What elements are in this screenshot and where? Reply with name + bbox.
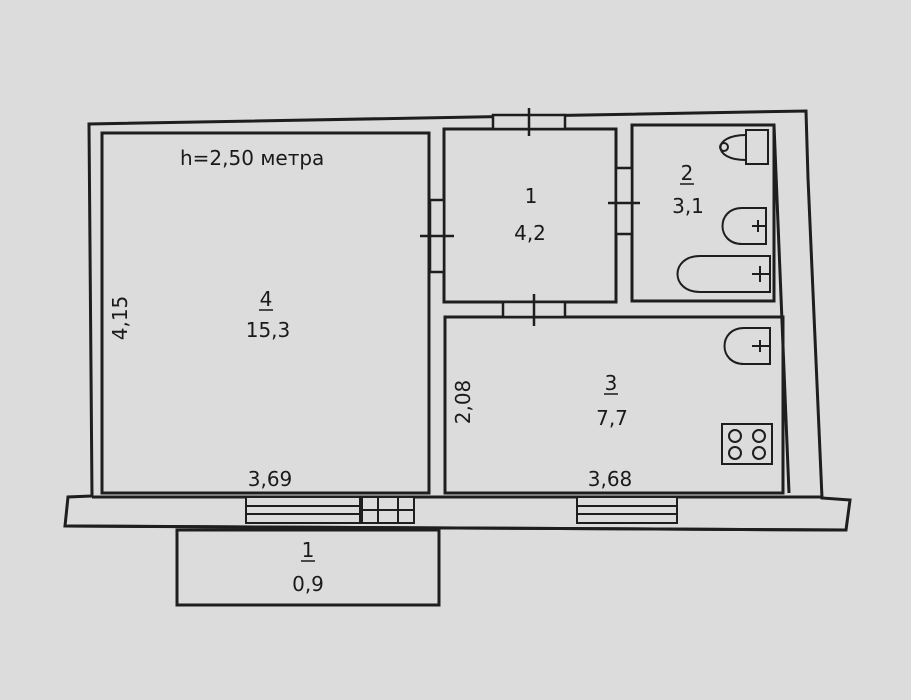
room-3-number: 3 xyxy=(605,371,618,395)
balcony-number: 1 xyxy=(302,538,315,562)
outer-wall xyxy=(63,109,852,532)
bathtub-icon xyxy=(676,255,771,293)
front-wall-outer xyxy=(67,524,847,532)
room-3-height-dimension: 2,08 xyxy=(451,380,475,425)
windows xyxy=(245,496,678,524)
door-room-2 xyxy=(614,166,634,236)
window-room-3 xyxy=(576,496,678,524)
room-2-area: 3,1 xyxy=(672,194,704,218)
room-4-label: 4 15,3 xyxy=(246,287,291,342)
right-wall-inner xyxy=(772,124,791,494)
balcony-area: 0,9 xyxy=(292,572,324,596)
room-4-area: 15,3 xyxy=(246,318,291,342)
kitchen-sink-icon xyxy=(723,327,771,365)
room-1-area: 4,2 xyxy=(514,221,546,245)
room-4-width-dimension: 3,69 xyxy=(248,467,293,491)
walls xyxy=(63,109,852,607)
balcony-outline xyxy=(175,528,441,607)
room-1-label: 1 4,2 xyxy=(514,184,546,245)
stove-icon xyxy=(721,423,773,465)
room-1-number: 1 xyxy=(525,184,538,208)
sink-icon xyxy=(721,207,767,245)
room-4-height-dimension: 4,15 xyxy=(108,296,132,341)
room-3-outline xyxy=(443,315,785,495)
room-2-number: 2 xyxy=(681,161,694,185)
room-2-label: 2 3,1 xyxy=(672,161,704,218)
room-3-width-dimension: 3,68 xyxy=(588,467,633,491)
room-3-area: 7,7 xyxy=(596,406,628,430)
room-4-outline xyxy=(100,131,431,495)
balcony-label: 1 0,9 xyxy=(292,538,324,596)
room-4-number: 4 xyxy=(260,287,273,311)
ceiling-height-label: h=2,50 метра xyxy=(180,146,324,170)
room-3-label: 3 7,7 xyxy=(596,371,628,430)
doors xyxy=(420,108,640,326)
window-room-4 xyxy=(245,496,361,524)
toilet-icon xyxy=(719,129,769,165)
